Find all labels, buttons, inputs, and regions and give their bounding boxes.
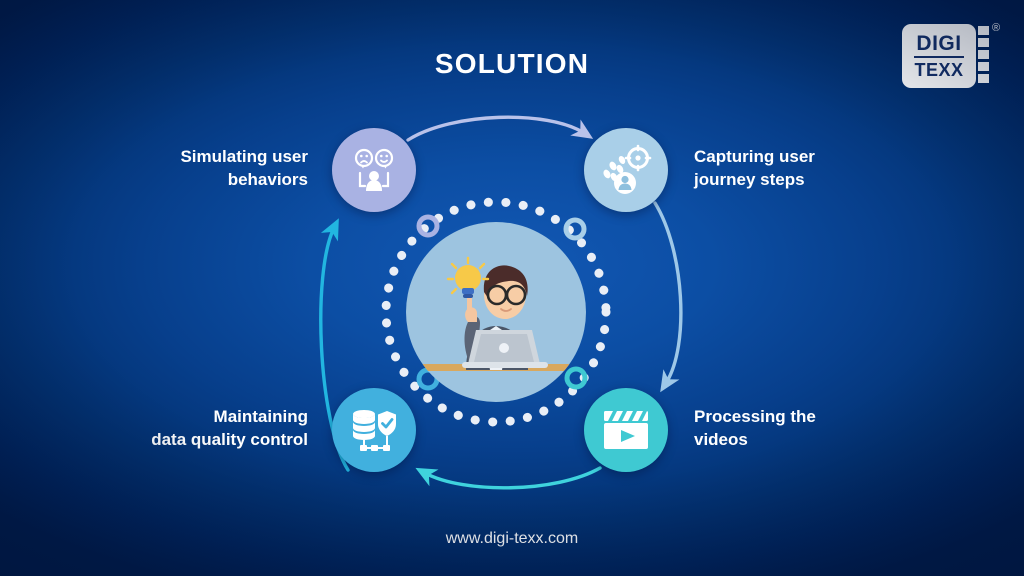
cycle-node-processing-the-videos[interactable]: [584, 388, 668, 472]
center-disc: [406, 222, 586, 402]
arrow-right: [653, 201, 683, 393]
video-clapperboard-icon: [604, 411, 648, 449]
cycle-label-maintaining-data-quality-control: Maintaining data quality control: [28, 406, 308, 452]
cycle-label-line2: videos: [694, 429, 748, 449]
cycle-label-capturing-user-journey-steps: Capturing user journey steps: [694, 146, 954, 192]
center-illustration: [372, 188, 620, 436]
cycle-node-capturing-user-journey-steps[interactable]: [584, 128, 668, 212]
brand-logo: DIGI TEXX ®: [902, 22, 1002, 88]
dotted-ring: [381, 197, 611, 427]
cycle-label-line1: Processing the: [694, 407, 816, 426]
cycle-node-simulating-user-behaviors[interactable]: [332, 128, 416, 212]
logo-film-strip: [978, 26, 989, 83]
logo-text-texx: TEXX: [914, 60, 964, 80]
logo-text-digi: DIGI: [914, 33, 964, 58]
registered-trademark-icon: ®: [992, 22, 1001, 34]
cycle-label-line1: Capturing user: [694, 147, 815, 166]
arrow-top: [406, 115, 594, 142]
user-feedback-faces-icon: [354, 148, 394, 191]
arrow-bottom: [415, 466, 602, 490]
cycle-label-simulating-user-behaviors: Simulating user behaviors: [48, 146, 308, 192]
man-with-laptop-idea-icon: [420, 256, 572, 371]
cycle-label-line2: behaviors: [227, 169, 308, 189]
footer-website-url: www.digi-texx.com: [445, 530, 579, 547]
database-shield-icon: [353, 410, 396, 451]
cycle-label-line1: Simulating user: [180, 147, 308, 166]
cycle-label-line2: journey steps: [694, 169, 805, 189]
page-title: SOLUTION: [434, 48, 590, 79]
logo-plate: DIGI TEXX: [902, 24, 976, 88]
cycle-label-line1: Maintaining: [213, 407, 308, 426]
cycle-node-maintaining-data-quality-control[interactable]: [332, 388, 416, 472]
cycle-label-processing-the-videos: Processing the videos: [694, 406, 954, 452]
user-journey-footsteps-icon: [603, 144, 652, 194]
cycle-label-line2: data quality control: [151, 429, 308, 449]
